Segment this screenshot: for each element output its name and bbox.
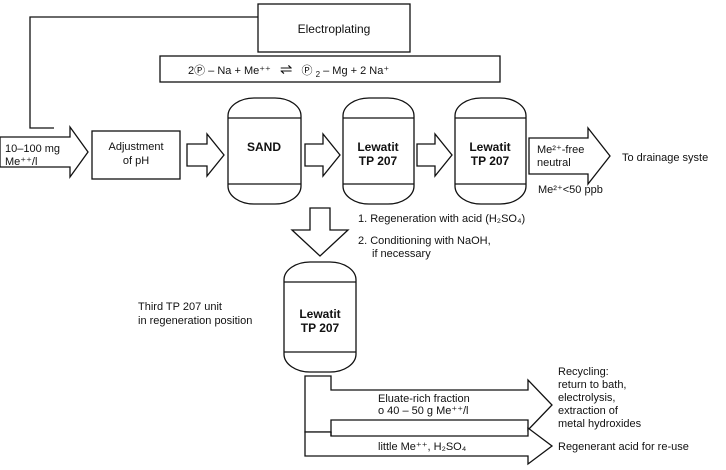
ph-adjustment-label-2: of pH [123, 155, 149, 167]
reaction-right-sub: 2 [316, 70, 321, 79]
regenerant-label: Regenerant acid for re-use [558, 441, 689, 453]
inlet-concentration-1: 10–100 mg [5, 143, 60, 155]
regeneration-step-2b: if necessary [372, 248, 431, 260]
sand-filter-vessel [227, 97, 302, 205]
recycling-label-2: return to bath, [558, 379, 627, 391]
third-unit-label-2: in regeneration position [138, 315, 252, 327]
inlet-arrow [0, 124, 89, 180]
inlet-concentration-2: Me⁺⁺/l [5, 156, 37, 168]
electroplating-box [257, 3, 411, 53]
residual-limit-label: Me²⁺<50 ppb [538, 184, 603, 196]
recycling-label-1: Recycling: [558, 366, 609, 378]
drainage-label: To drainage syste [622, 152, 708, 164]
regeneration-step-2a: 2. Conditioning with NaOH, [358, 235, 491, 247]
eluate-label-1: Eluate-rich fraction [378, 393, 470, 405]
reaction-left: 2Ⓟ – Na + Me⁺⁺ [188, 64, 271, 77]
recycling-label-3: electrolysis, [558, 392, 615, 404]
outlet-arrow [528, 126, 611, 186]
column3-label-2: TP 207 [301, 321, 340, 335]
regeneration-down-arrow [290, 207, 350, 257]
lewatit-column-2 [454, 97, 527, 205]
eluate-label-2: o 40 – 50 g Me⁺⁺/l [378, 405, 469, 417]
recycling-label-4: extraction of [558, 405, 619, 417]
ph-adjustment-box [91, 130, 181, 180]
lewatit-column-3 [283, 261, 357, 373]
flow-arrow-column1-to-column2 [416, 132, 453, 178]
lewatit-column-1 [342, 97, 415, 205]
electroplating-label: Electroplating [298, 22, 371, 36]
column2-label-1: Lewatit [469, 140, 510, 154]
column3-label-1: Lewatit [299, 307, 340, 321]
regeneration-step-1: 1. Regeneration with acid (H₂SO₄) [358, 213, 525, 225]
flow-arrow-ph-to-sand [186, 132, 225, 178]
reaction-equation-box [159, 55, 501, 83]
reaction-right-b: – Mg + 2 Na⁺ [323, 65, 389, 77]
ph-adjustment-label-1: Adjustment [108, 141, 163, 153]
third-unit-label-1: Third TP 207 unit [138, 301, 222, 313]
column1-label-1: Lewatit [357, 140, 398, 154]
flow-arrow-sand-to-column1 [304, 132, 341, 178]
reaction-equation: 2Ⓟ – Na + Me⁺⁺ ⇌ Ⓟ 2 – Mg + 2 Na⁺ [188, 61, 389, 80]
acid-fraction-label: little Me⁺⁺, H₂SO₄ [378, 441, 467, 453]
column2-label-2: TP 207 [471, 154, 510, 168]
column1-label-2: TP 207 [359, 154, 398, 168]
outlet-label-2: neutral [537, 157, 571, 169]
reaction-right-a: Ⓟ [302, 64, 313, 77]
equilibrium-arrows: ⇌ [280, 61, 293, 78]
electroplating-return-line [29, 16, 258, 129]
recycling-label-5: metal hydroxides [558, 418, 642, 430]
outlet-label-1: Me²⁺-free [537, 144, 584, 156]
sand-label: SAND [247, 140, 281, 154]
